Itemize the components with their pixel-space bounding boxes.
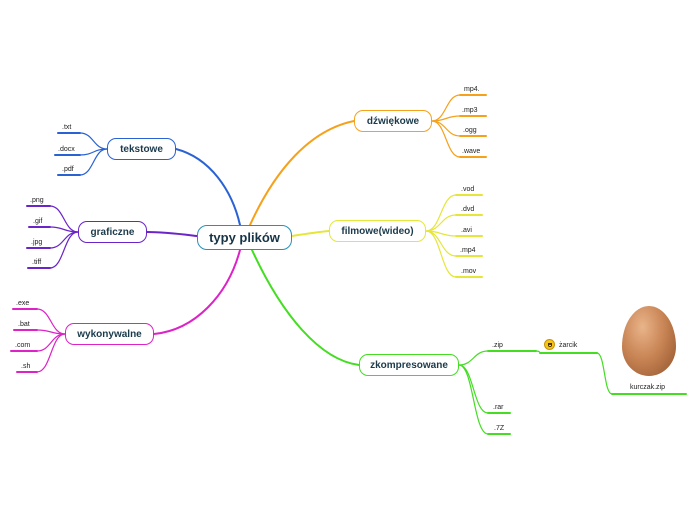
leaf-gif[interactable]: .gif: [33, 218, 43, 225]
leaf-avi[interactable]: .avi: [461, 227, 472, 234]
leaf-connector-graficzne-3: [49, 231, 79, 269]
trunk-zkompresowane: [251, 249, 360, 366]
leaf-connector-dzwiekowe-1: [431, 115, 461, 122]
leaf-connector-graficzne-2: [49, 231, 79, 249]
leaf-connector-graficzne-0: [49, 205, 79, 233]
leaf-pdf[interactable]: .pdf: [62, 166, 74, 173]
leaf-mp3[interactable]: .mp3: [462, 107, 478, 114]
leaf-7z[interactable]: .7Z: [494, 425, 505, 432]
leaf-connector-zkompresowane-1: [458, 364, 489, 414]
leaf-connector-dzwiekowe-2: [431, 120, 461, 137]
leaf-connector-zkompresowane-0: [458, 350, 489, 366]
root-node[interactable]: typy plików: [197, 225, 292, 250]
trunk-graficzne: [146, 231, 198, 237]
leaf-connector-filmowe-4: [425, 230, 457, 278]
leaf-mp4-audio[interactable]: mp4.: [464, 86, 480, 93]
branch-tekstowe[interactable]: tekstowe: [107, 138, 176, 160]
leaf-tiff[interactable]: .tiff: [32, 259, 42, 266]
leaf-com[interactable]: .com: [15, 342, 31, 349]
leaf-bat[interactable]: .bat: [18, 321, 30, 328]
smiley-icon: [544, 339, 555, 350]
leaf-png[interactable]: .png: [30, 197, 44, 204]
branch-dzwiekowe[interactable]: dźwiękowe: [354, 110, 432, 132]
leaf-connector-wykonywalne-1: [36, 329, 66, 335]
trunk-dzwiekowe: [249, 120, 355, 226]
leaf-connector-tekstowe-0: [79, 132, 108, 150]
zarcik-to-kurczak: [596, 352, 613, 395]
leaf-connector-filmowe-1: [425, 214, 457, 232]
leaf-txt[interactable]: .txt: [62, 124, 72, 131]
leaf-connector-dzwiekowe-3: [431, 120, 461, 158]
branch-zkompresowane[interactable]: zkompresowane: [359, 354, 459, 376]
leaf-rar[interactable]: .rar: [493, 404, 504, 411]
leaf-sh[interactable]: .sh: [21, 363, 31, 370]
leaf-connector-zkompresowane-2: [458, 364, 489, 435]
leaf-vod[interactable]: .vod: [461, 186, 475, 193]
leaf-jpg[interactable]: .jpg: [31, 239, 43, 246]
leaf-kurczak-zip[interactable]: kurczak.zip: [630, 384, 666, 391]
egg-image: [622, 306, 676, 376]
trunk-filmowe: [291, 230, 330, 237]
leaf-exe[interactable]: .exe: [16, 300, 30, 307]
leaf-mp4-video[interactable]: .mp4: [460, 247, 476, 254]
branch-filmowe[interactable]: filmowe(wideo): [329, 220, 426, 242]
leaf-connector-wykonywalne-3: [36, 333, 66, 373]
leaf-docx[interactable]: .docx: [58, 146, 75, 153]
leaf-connector-wykonywalne-2: [36, 333, 66, 352]
leaf-connector-dzwiekowe-0: [431, 94, 461, 122]
leaf-connector-tekstowe-2: [79, 148, 108, 176]
trunk-wykonywalne: [153, 249, 241, 335]
trunk-tekstowe: [175, 148, 241, 226]
branch-graficzne[interactable]: graficzne: [78, 221, 147, 243]
leaf-zip[interactable]: .zip: [492, 342, 503, 349]
leaf-connector-wykonywalne-0: [36, 308, 66, 335]
leaf-ogg[interactable]: .ogg: [463, 127, 477, 134]
leaf-zarcik[interactable]: żarcik: [559, 342, 578, 349]
leaf-dvd[interactable]: .dvd: [461, 206, 475, 213]
leaf-mov[interactable]: .mov: [461, 268, 477, 275]
leaf-connector-filmowe-0: [425, 194, 457, 232]
leaf-wave[interactable]: .wave: [462, 148, 481, 155]
leaf-connector-graficzne-1: [49, 226, 79, 233]
branch-wykonywalne[interactable]: wykonywalne: [65, 323, 154, 345]
